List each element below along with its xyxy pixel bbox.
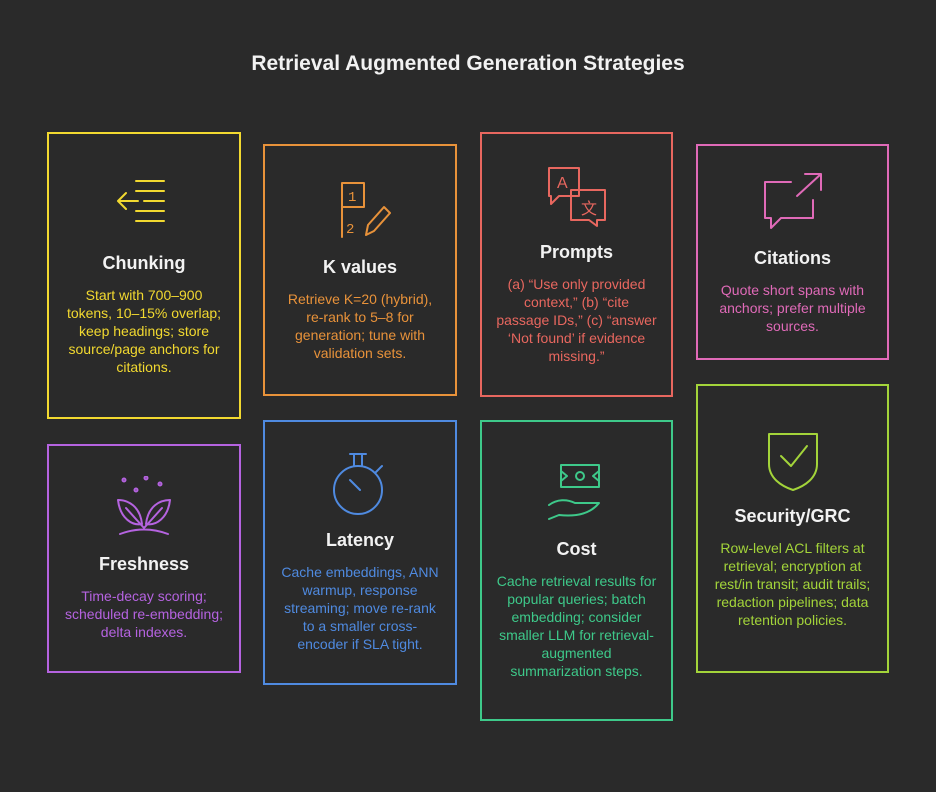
sprout-icon [117,476,171,535]
card-text: Quote short spans with anchors; prefer m… [719,281,866,334]
svg-text:文: 文 [581,200,597,218]
svg-text:2: 2 [346,222,354,238]
card-chunking: Chunking Start with 700–900 tokens, 10–1… [47,132,241,419]
card-cost: Cost Cache retrieval results for popular… [480,420,673,721]
card-title: Chunking [102,253,186,273]
chat-share-arrow-icon [763,172,822,229]
card-text: Cache embeddings, ANN warmup, response s… [281,564,439,652]
stopwatch-icon [333,453,383,515]
card-title: K values [322,256,398,277]
card-text: Row-level ACL filters at retrieval; encr… [714,540,871,628]
card-text: Start with 700–900 tokens, 10–15% overla… [66,287,222,375]
money-hand-icon [547,464,600,520]
card-title: Freshness [98,554,190,574]
card-text: (a) “Use only provided context,” (b) “ci… [496,276,657,364]
translate-chat-icon: A文 [547,167,606,227]
card-title: Citations [753,247,831,268]
diagram-title: Retrieval Augmented Generation Strategie… [251,52,685,75]
card-citations: Citations Quote short spans with anchors… [696,144,889,360]
card-title: Prompts [539,242,613,262]
numbered-list-pencil-icon: 12 [341,181,391,238]
svg-text:A: A [557,175,568,192]
card-security-grc: Security/GRC Row-level ACL filters at re… [696,384,889,673]
card-title: Cost [556,539,597,559]
card-text: Retrieve K=20 (hybrid), re-rank to 5–8 f… [287,290,433,361]
shield-check-icon [767,433,818,491]
card-text: Cache retrieval results for popular quer… [496,573,657,679]
card-latency: Latency Cache embeddings, ANN warmup, re… [263,420,457,685]
card-freshness: Freshness Time-decay scoring; scheduled … [47,444,241,673]
svg-text:1: 1 [348,190,356,206]
card-title: Latency [325,530,395,550]
indent-left-arrow-icon [117,180,165,222]
card-title: Security/GRC [734,506,851,526]
card-text: Time-decay scoring; scheduled re-embeddi… [65,588,223,640]
